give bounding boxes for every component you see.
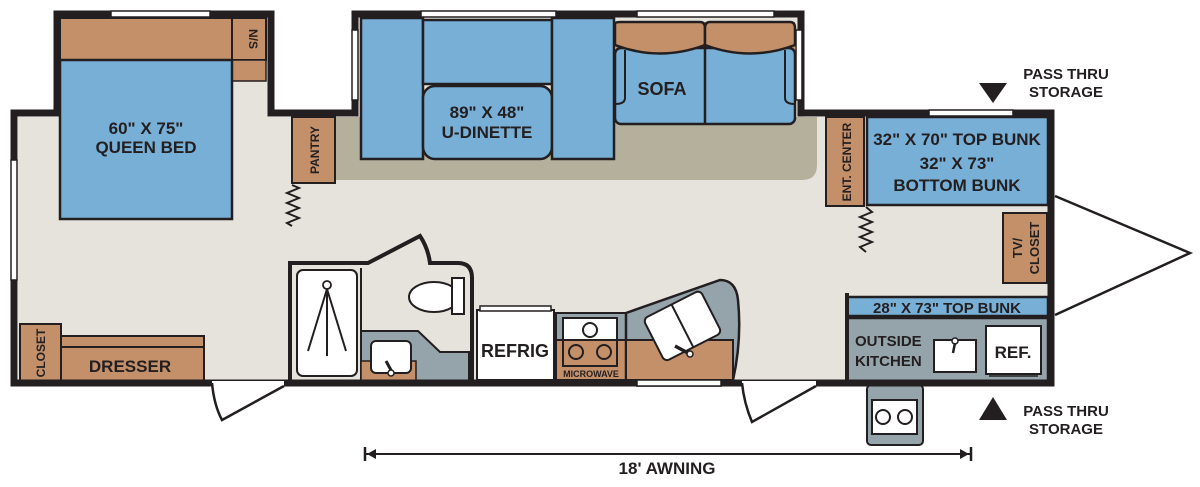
headboard-cabinet <box>59 17 233 61</box>
exterior-walls <box>10 10 1055 387</box>
up-arrow-icon <box>979 397 1007 420</box>
tv-label: TV/ <box>1010 238 1025 259</box>
rear-entry-door <box>210 382 285 422</box>
top-bunk-label: 32" X 70" TOP BUNK <box>873 130 1041 149</box>
pantry: PANTRY <box>284 116 336 227</box>
closet-label: CLOSET <box>1027 222 1042 275</box>
ent-center-label: ENT. CENTER <box>840 122 854 201</box>
awning-dimension: 18' AWNING <box>363 447 973 478</box>
top-bunk-2-label: 28" X 73" TOP BUNK <box>873 300 1021 317</box>
kitchen-label: KITCHEN <box>855 353 922 370</box>
pantry-label: PANTRY <box>308 126 322 174</box>
sofa-label: SOFA <box>637 79 686 99</box>
u-dinette: 89" X 48" U-DINETTE <box>359 16 616 161</box>
queen-bed-label: QUEEN BED <box>95 138 196 157</box>
entry-doors[interactable] <box>210 382 817 424</box>
burner-icon <box>875 409 891 425</box>
pass-thru-storage-bottom: PASS THRU STORAGE <box>979 397 1109 438</box>
outside-fridge <box>985 325 1042 375</box>
down-arrow-icon <box>979 83 1007 103</box>
svg-text:PASS THRU: PASS THRU <box>1023 66 1109 83</box>
bunk-room: 32" X 70" TOP BUNK 32" X 73" BOTTOM BUNK <box>865 115 1050 207</box>
bathroom <box>288 233 474 382</box>
dinette-size: 89" X 48" <box>450 103 525 122</box>
outside-label: OUTSIDE <box>855 333 922 350</box>
entertainment-center: ENT. CENTER <box>825 116 875 253</box>
burner-icon <box>582 322 598 338</box>
pass-thru-storage-top: PASS THRU STORAGE <box>979 66 1109 103</box>
queen-bed: 60" X 75" QUEEN BED N/S <box>58 17 267 221</box>
outside-kitchen-area: 28" X 73" TOP BUNK OUTSIDE KITCHEN REF. <box>845 293 1050 446</box>
outside-ref-label: REF. <box>995 343 1032 362</box>
tv-closet: TV/ CLOSET <box>1002 212 1048 284</box>
double-sink-icon <box>643 290 722 362</box>
bottom-bunk-label: BOTTOM BUNK <box>893 176 1021 195</box>
main-entry-door <box>740 382 817 424</box>
dinette-label: U-DINETTE <box>442 123 533 142</box>
svg-text:STORAGE: STORAGE <box>1029 84 1103 101</box>
closet-dresser: CLOSET DRESSER <box>19 323 205 382</box>
trailer-hitch <box>1054 194 1194 317</box>
kitchen: REFRIG MICROWAVE <box>476 278 741 382</box>
closet-label: CLOSET <box>34 328 48 377</box>
microwave-label: MICROWAVE <box>563 369 619 379</box>
sofa: SOFA <box>613 20 797 126</box>
queen-bed-size: 60" X 75" <box>109 119 184 138</box>
svg-text:STORAGE: STORAGE <box>1029 421 1103 438</box>
nightstand-label: N/S <box>246 29 260 49</box>
awning-label: 18' AWNING <box>619 459 716 478</box>
refrig-label: REFRIG <box>481 341 549 361</box>
burner-icon <box>897 409 913 425</box>
window <box>636 379 722 387</box>
bottom-bunk-size: 32" X 73" <box>920 154 995 173</box>
dresser-label: DRESSER <box>89 357 171 376</box>
svg-text:PASS THRU: PASS THRU <box>1023 403 1109 420</box>
pocket-door-icon <box>857 206 875 253</box>
burner-icon <box>596 344 612 360</box>
pocket-door-icon <box>284 184 302 227</box>
burner-icon <box>568 344 584 360</box>
